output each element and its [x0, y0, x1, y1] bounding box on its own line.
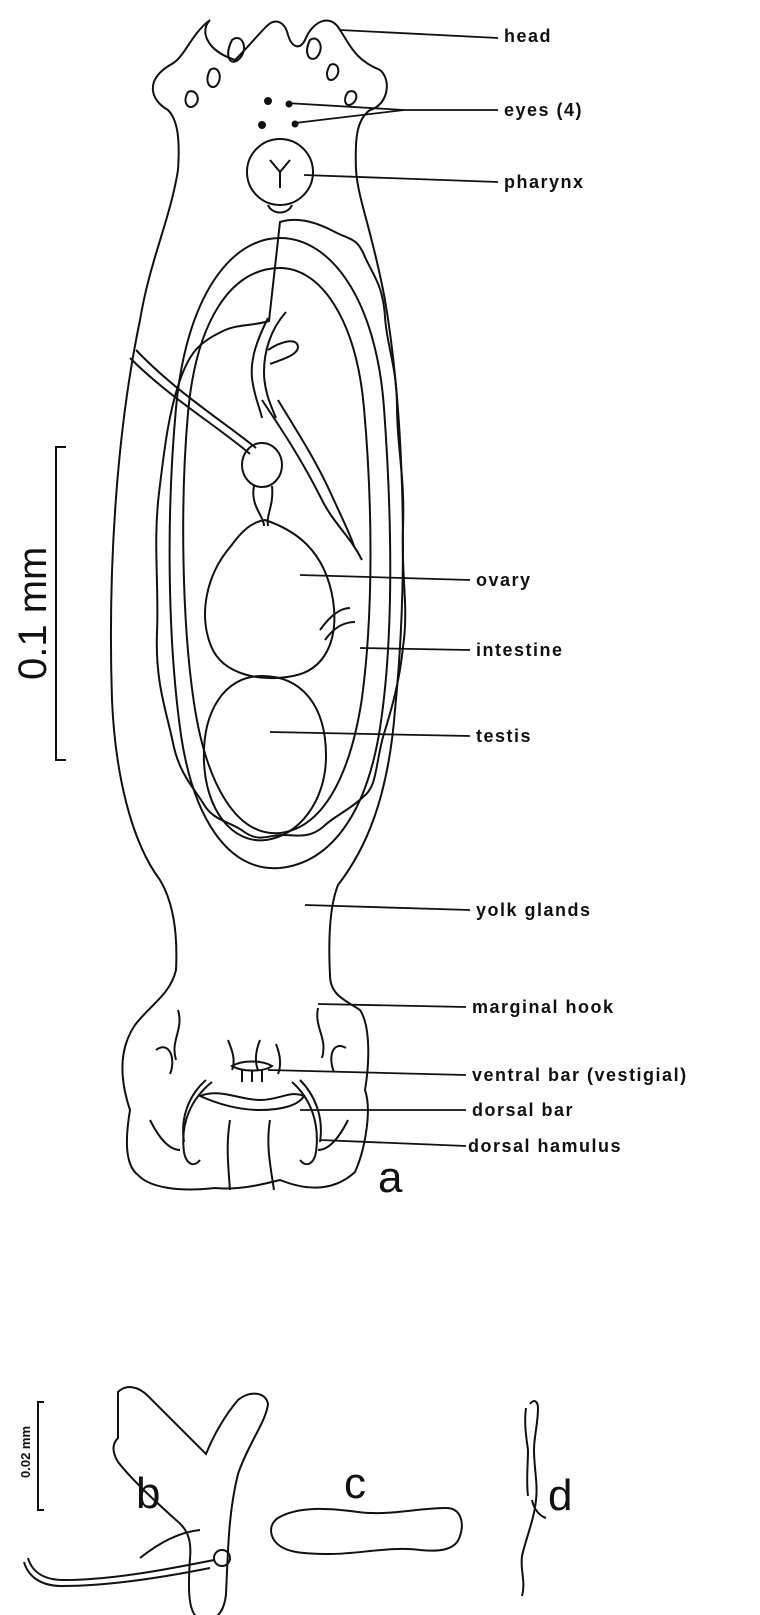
panel-d-marginal-hook — [522, 1401, 546, 1596]
label-dorsal-hamulus: dorsal hamulus — [468, 1136, 622, 1156]
label-ventral-bar: ventral bar (vestigial) — [472, 1065, 688, 1085]
testis — [204, 676, 326, 840]
ducts — [130, 312, 362, 640]
panel-letter-c: c — [344, 1459, 366, 1508]
label-intestine: intestine — [476, 640, 564, 660]
label-dorsal-bar: dorsal bar — [472, 1100, 574, 1120]
label-pharynx: pharynx — [504, 172, 585, 192]
label-head: head — [504, 26, 552, 46]
panel-letter-d: d — [548, 1471, 572, 1520]
panel-letter-a: a — [378, 1153, 403, 1202]
ovary — [205, 520, 334, 678]
pharynx — [247, 139, 313, 213]
haptor — [150, 1008, 348, 1190]
eyes — [258, 97, 299, 129]
label-yolk-glands: yolk glands — [476, 900, 592, 920]
panel-c-dorsal-bar — [271, 1508, 462, 1554]
head-organs — [186, 38, 357, 107]
scale-bar-main-label: 0.1 mm — [11, 547, 55, 680]
label-marginal-hook: marginal hook — [472, 997, 615, 1017]
label-testis: testis — [476, 726, 532, 746]
label-eyes: eyes (4) — [504, 100, 583, 120]
label-ovary: ovary — [476, 570, 532, 590]
scale-bar-main: 0.1 mm — [11, 447, 66, 760]
scale-bar-small-label: 0.02 mm — [18, 1426, 33, 1478]
panel-letter-b: b — [136, 1469, 160, 1518]
scale-bar-small: 0.02 mm — [18, 1402, 44, 1510]
